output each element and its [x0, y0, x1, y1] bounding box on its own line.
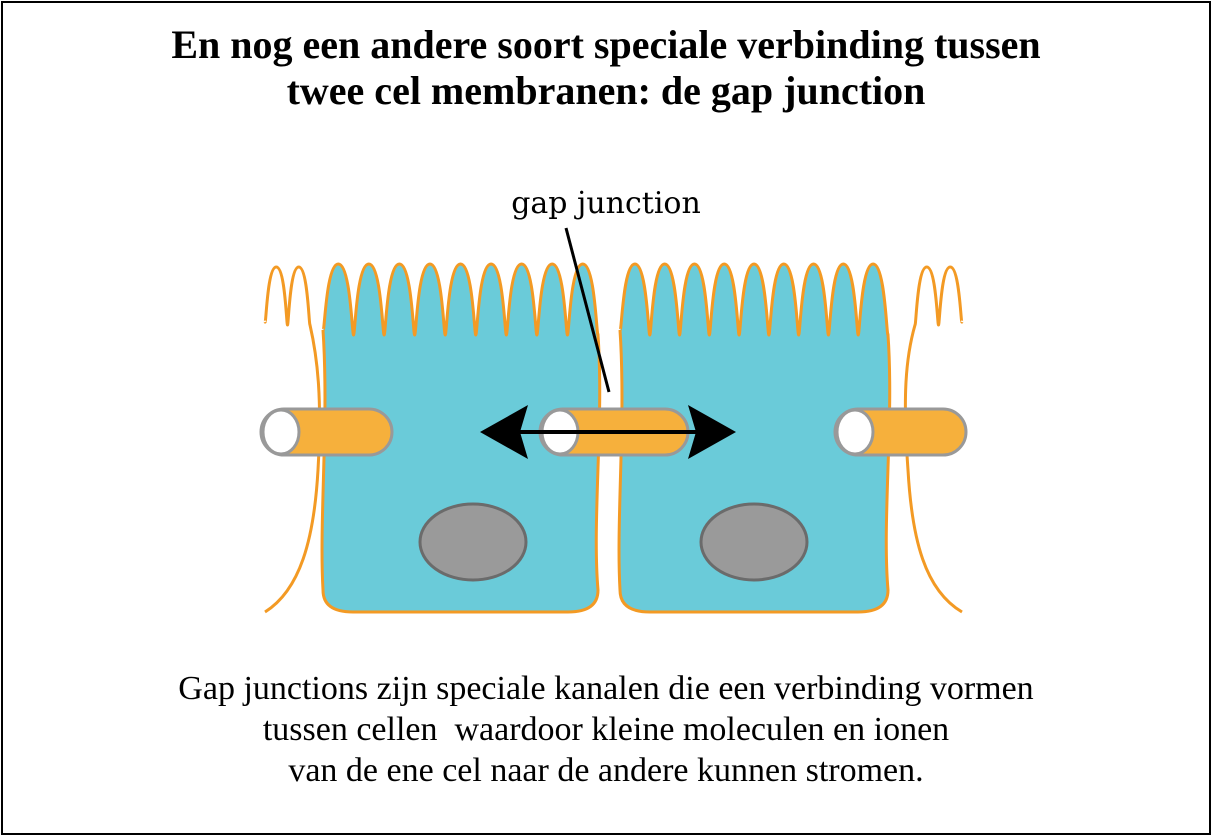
left-channel — [259, 407, 394, 457]
channel-opening — [835, 408, 875, 456]
right-cell — [617, 262, 892, 614]
bidirectional-arrow-icon — [480, 405, 736, 459]
label-pointer-line — [564, 227, 611, 393]
caption-line-2: tussen cellen waardoor kleine moleculen … — [262, 711, 950, 748]
left-cell — [320, 262, 602, 614]
gap-junction-label: gap junction — [511, 186, 701, 221]
right-neighbour-membrane — [903, 265, 964, 614]
left-nucleus — [418, 502, 528, 582]
right-nucleus — [699, 502, 809, 582]
caption-line-3: van de ene cel naar de andere kunnen str… — [288, 752, 924, 789]
slide-title: En nog een andere soort speciale verbind… — [0, 22, 1212, 114]
title-line-1: En nog een andere soort speciale verbind… — [171, 22, 1041, 67]
right-channel — [833, 407, 968, 457]
caption-line-1: Gap junctions zijn speciale kanalen die … — [178, 670, 1034, 707]
slide-caption: Gap junctions zijn speciale kanalen die … — [0, 668, 1212, 791]
channel-opening — [261, 408, 301, 456]
left-neighbour-membrane — [263, 265, 322, 614]
title-line-2: twee cel membranen: de gap junction — [286, 68, 926, 113]
